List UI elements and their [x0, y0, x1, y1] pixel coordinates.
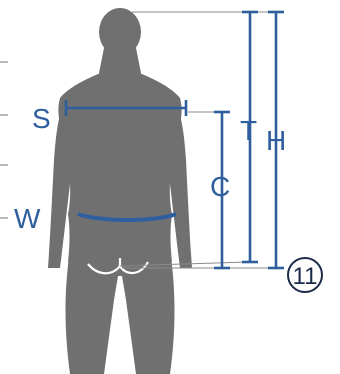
torso-label: T — [240, 115, 257, 146]
chest-back-label: C — [210, 171, 230, 202]
size-badge: 11 — [288, 258, 322, 292]
waist-label: W — [14, 203, 41, 234]
left-guide-ticks — [0, 62, 8, 218]
badge-number: 11 — [293, 263, 318, 290]
shoulder-label: S — [32, 103, 51, 134]
height-label: H — [266, 125, 286, 156]
body-silhouette — [48, 8, 192, 374]
legs — [66, 250, 175, 374]
torso — [58, 74, 181, 262]
neck — [98, 48, 142, 78]
